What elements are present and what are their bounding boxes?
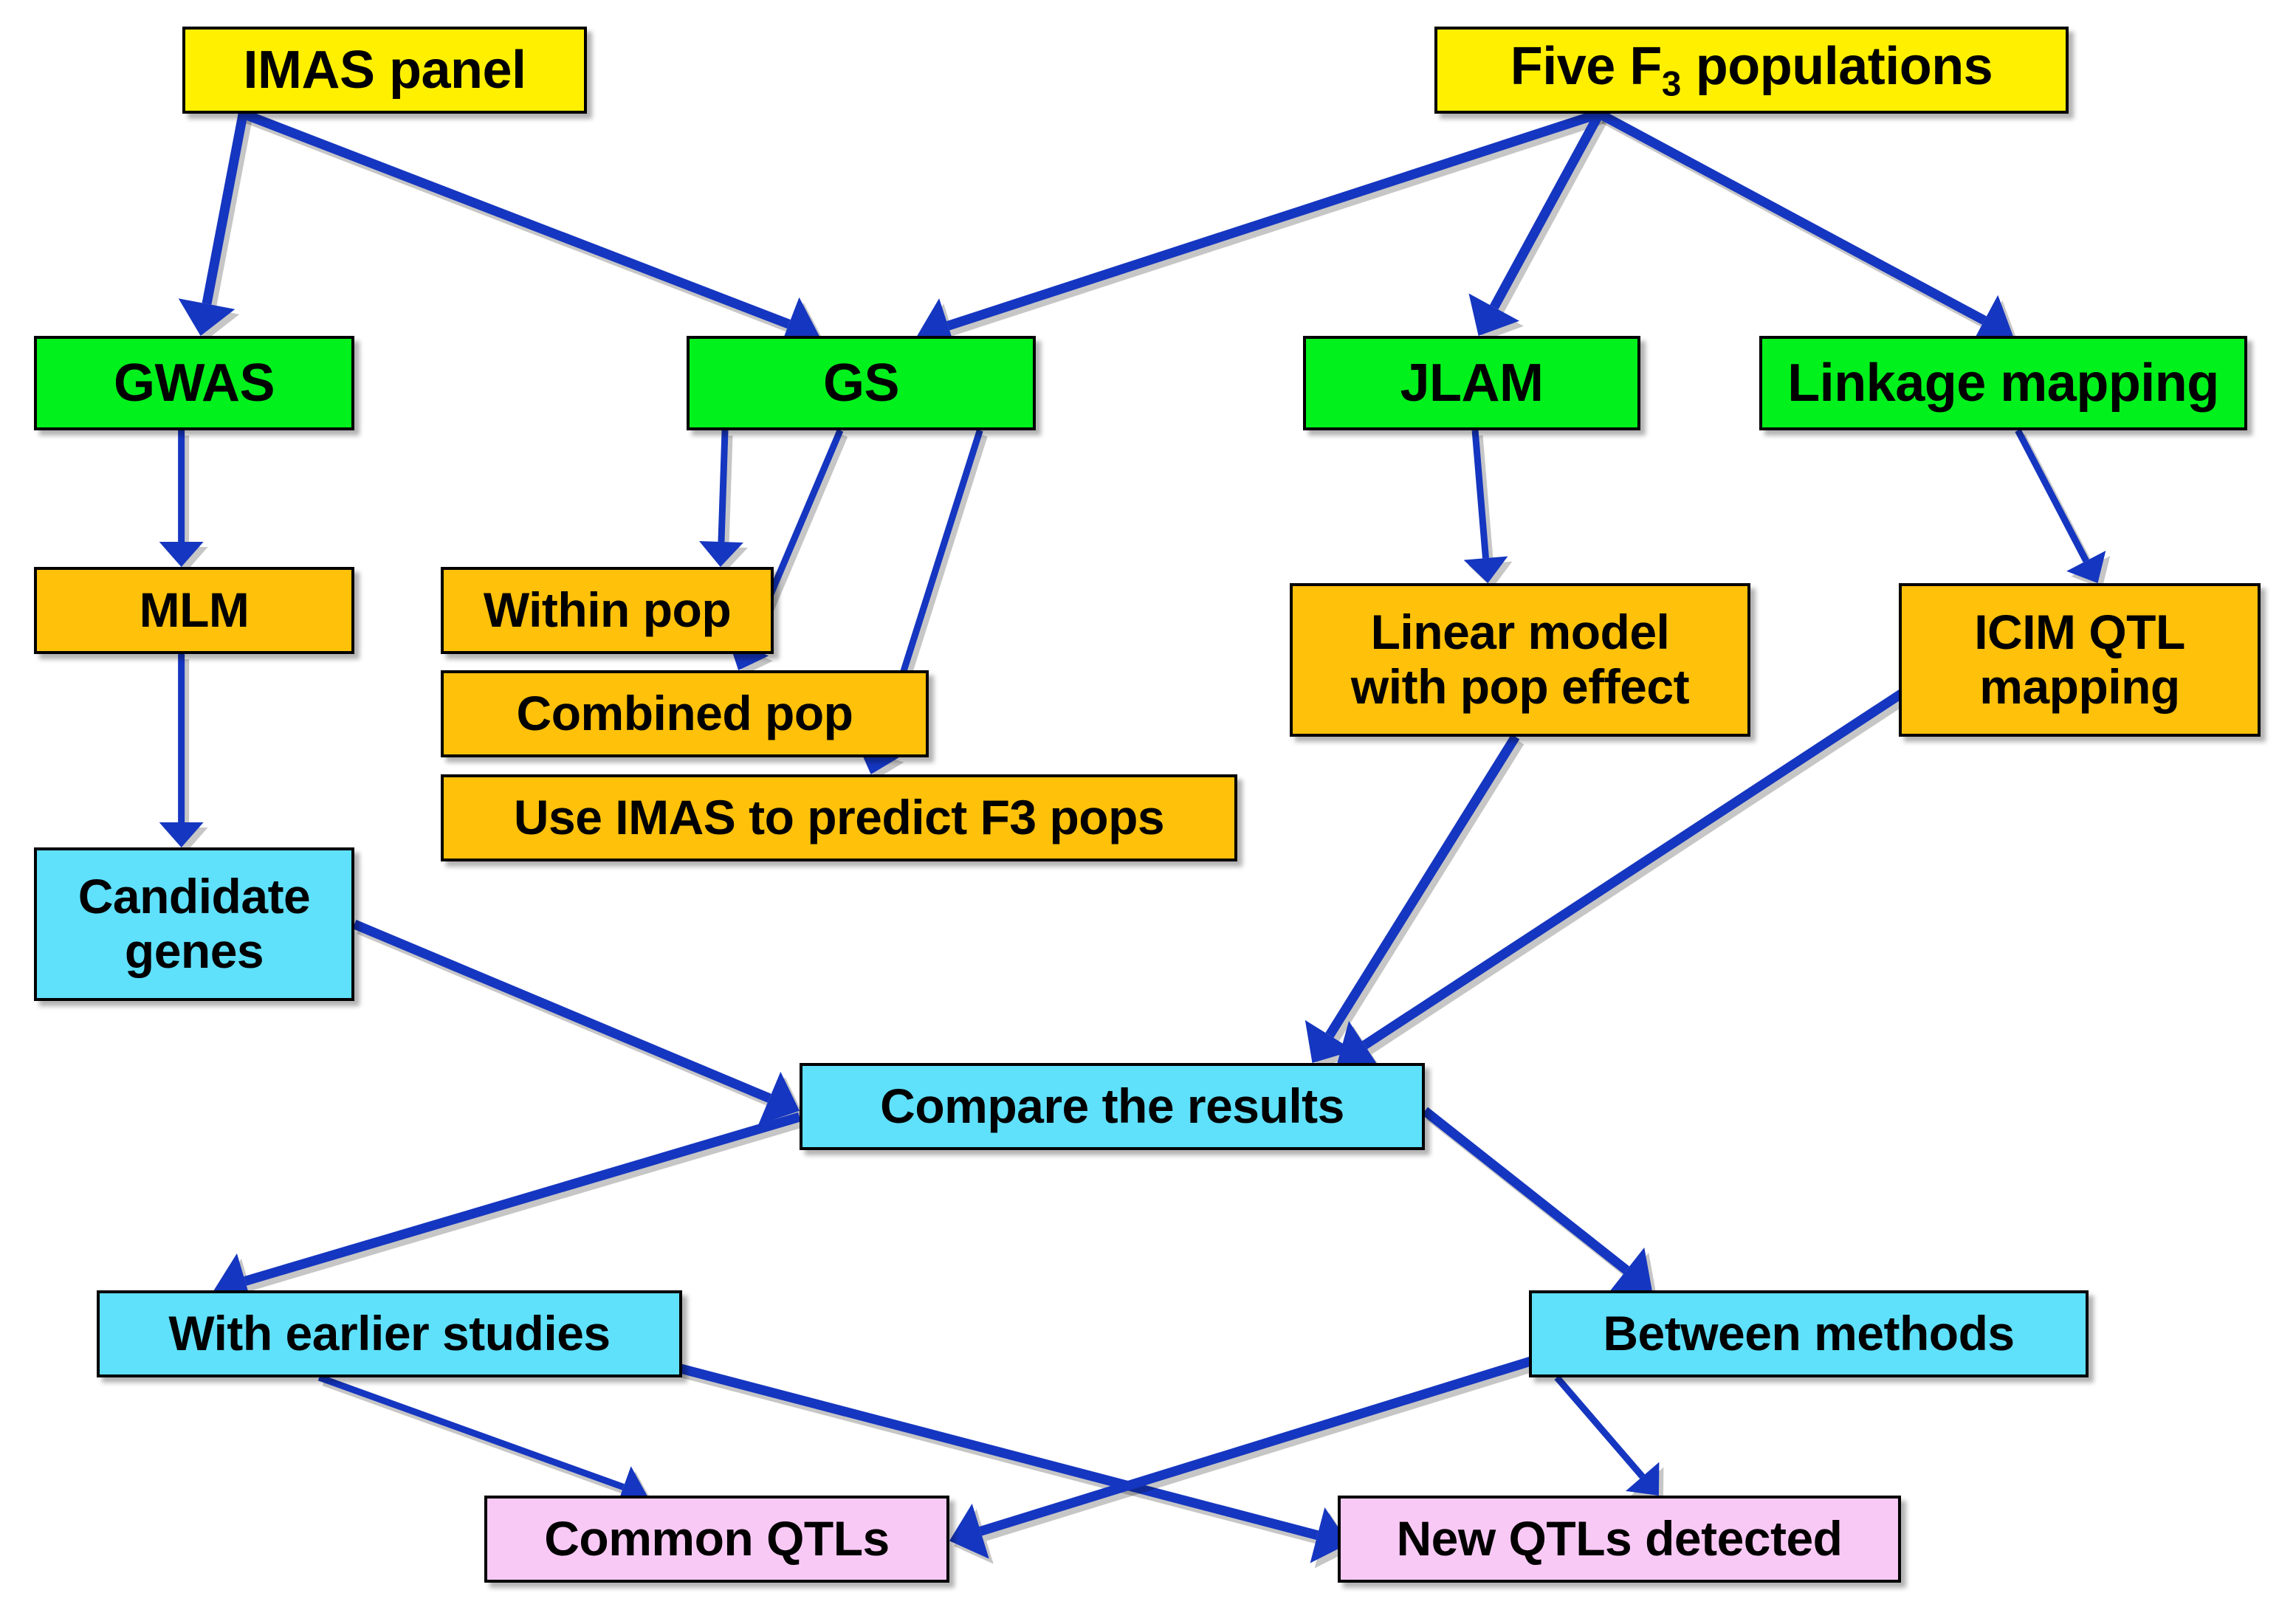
node-new-qtls[interactable]: New QTLs detected — [1338, 1496, 1901, 1583]
arrow-linear-to-compare — [1305, 734, 1525, 1068]
arrow-earlier-to-common — [317, 1374, 652, 1513]
node-compare-results[interactable]: Compare the results — [800, 1063, 1425, 1150]
arrow-f3-to-jlam — [1468, 111, 1609, 341]
subscript-3: 3 — [1661, 64, 1682, 104]
node-imas-panel[interactable]: IMAS panel — [182, 27, 587, 114]
node-label-common-qtls: Common QTLs — [544, 1511, 890, 1566]
arrow-imas-to-gwas — [178, 112, 252, 341]
node-label-within-pop: Within pop — [483, 582, 732, 638]
arrow-compare-to-between — [1421, 1107, 1657, 1298]
node-within-pop[interactable]: Within pop — [441, 567, 774, 654]
node-five-f3-pops[interactable]: Five F3 populations — [1434, 27, 2069, 114]
arrow-candidate-to-compare — [352, 920, 804, 1130]
node-gwas[interactable]: GWAS — [34, 336, 354, 430]
node-jlam[interactable]: JLAM — [1303, 336, 1640, 430]
arrow-imas-to-gs — [241, 109, 824, 357]
node-common-qtls[interactable]: Common QTLs — [484, 1496, 949, 1583]
node-label-icim-qtl-mapping: ICIM QTL mapping — [1974, 605, 2185, 714]
node-linear-model[interactable]: Linear model with pop effect — [1290, 583, 1750, 737]
node-mlm[interactable]: MLM — [34, 567, 354, 654]
node-label-candidate-genes: Candidate genes — [78, 869, 311, 978]
node-label-linkage-mapping: Linkage mapping — [1787, 353, 2219, 413]
node-label-combined-pop: Combined pop — [516, 686, 853, 741]
node-label-new-qtls: New QTLs detected — [1396, 1511, 1843, 1566]
arrow-compare-to-earlier — [213, 1112, 805, 1314]
arrow-gwas-to-mlm — [159, 430, 208, 572]
node-label-use-imas-predict: Use IMAS to predict F3 pops — [513, 790, 1165, 845]
arrow-f3-to-linkage — [1597, 109, 2018, 351]
node-label-compare-results: Compare the results — [880, 1078, 1344, 1134]
node-label-gwas: GWAS — [113, 353, 275, 413]
node-with-earlier[interactable]: With earlier studies — [97, 1290, 682, 1377]
node-use-imas-predict[interactable]: Use IMAS to predict F3 pops — [441, 774, 1237, 861]
arrow-gs-to-within-pop — [698, 430, 748, 572]
node-label-with-earlier: With earlier studies — [168, 1306, 611, 1361]
node-between-methods[interactable]: Between methods — [1529, 1290, 2089, 1377]
node-linkage-mapping[interactable]: Linkage mapping — [1759, 336, 2247, 430]
arrow-linkage-to-icim — [2015, 428, 2111, 588]
node-label-gs: GS — [822, 353, 900, 413]
arrow-f3-to-gs — [917, 109, 1606, 359]
arrow-between-to-new — [1554, 1375, 1664, 1501]
node-combined-pop[interactable]: Combined pop — [441, 670, 929, 757]
arrow-icim-to-compare — [1337, 687, 1914, 1075]
node-label-jlam: JLAM — [1400, 353, 1544, 413]
arrow-mlm-to-candidate-genes — [159, 654, 208, 853]
node-label-five-f3-pops: Five F3 populations — [1510, 36, 1993, 104]
node-gs[interactable]: GS — [687, 336, 1036, 430]
node-label-mlm: MLM — [139, 582, 250, 638]
node-label-linear-model: Linear model with pop effect — [1350, 605, 1690, 714]
node-icim-qtl-mapping[interactable]: ICIM QTL mapping — [1899, 583, 2261, 737]
arrow-jlam-to-linear-model — [1463, 430, 1513, 588]
node-label-between-methods: Between methods — [1603, 1306, 2015, 1361]
node-candidate-genes[interactable]: Candidate genes — [34, 847, 354, 1001]
node-label-imas-panel: IMAS panel — [243, 40, 526, 100]
